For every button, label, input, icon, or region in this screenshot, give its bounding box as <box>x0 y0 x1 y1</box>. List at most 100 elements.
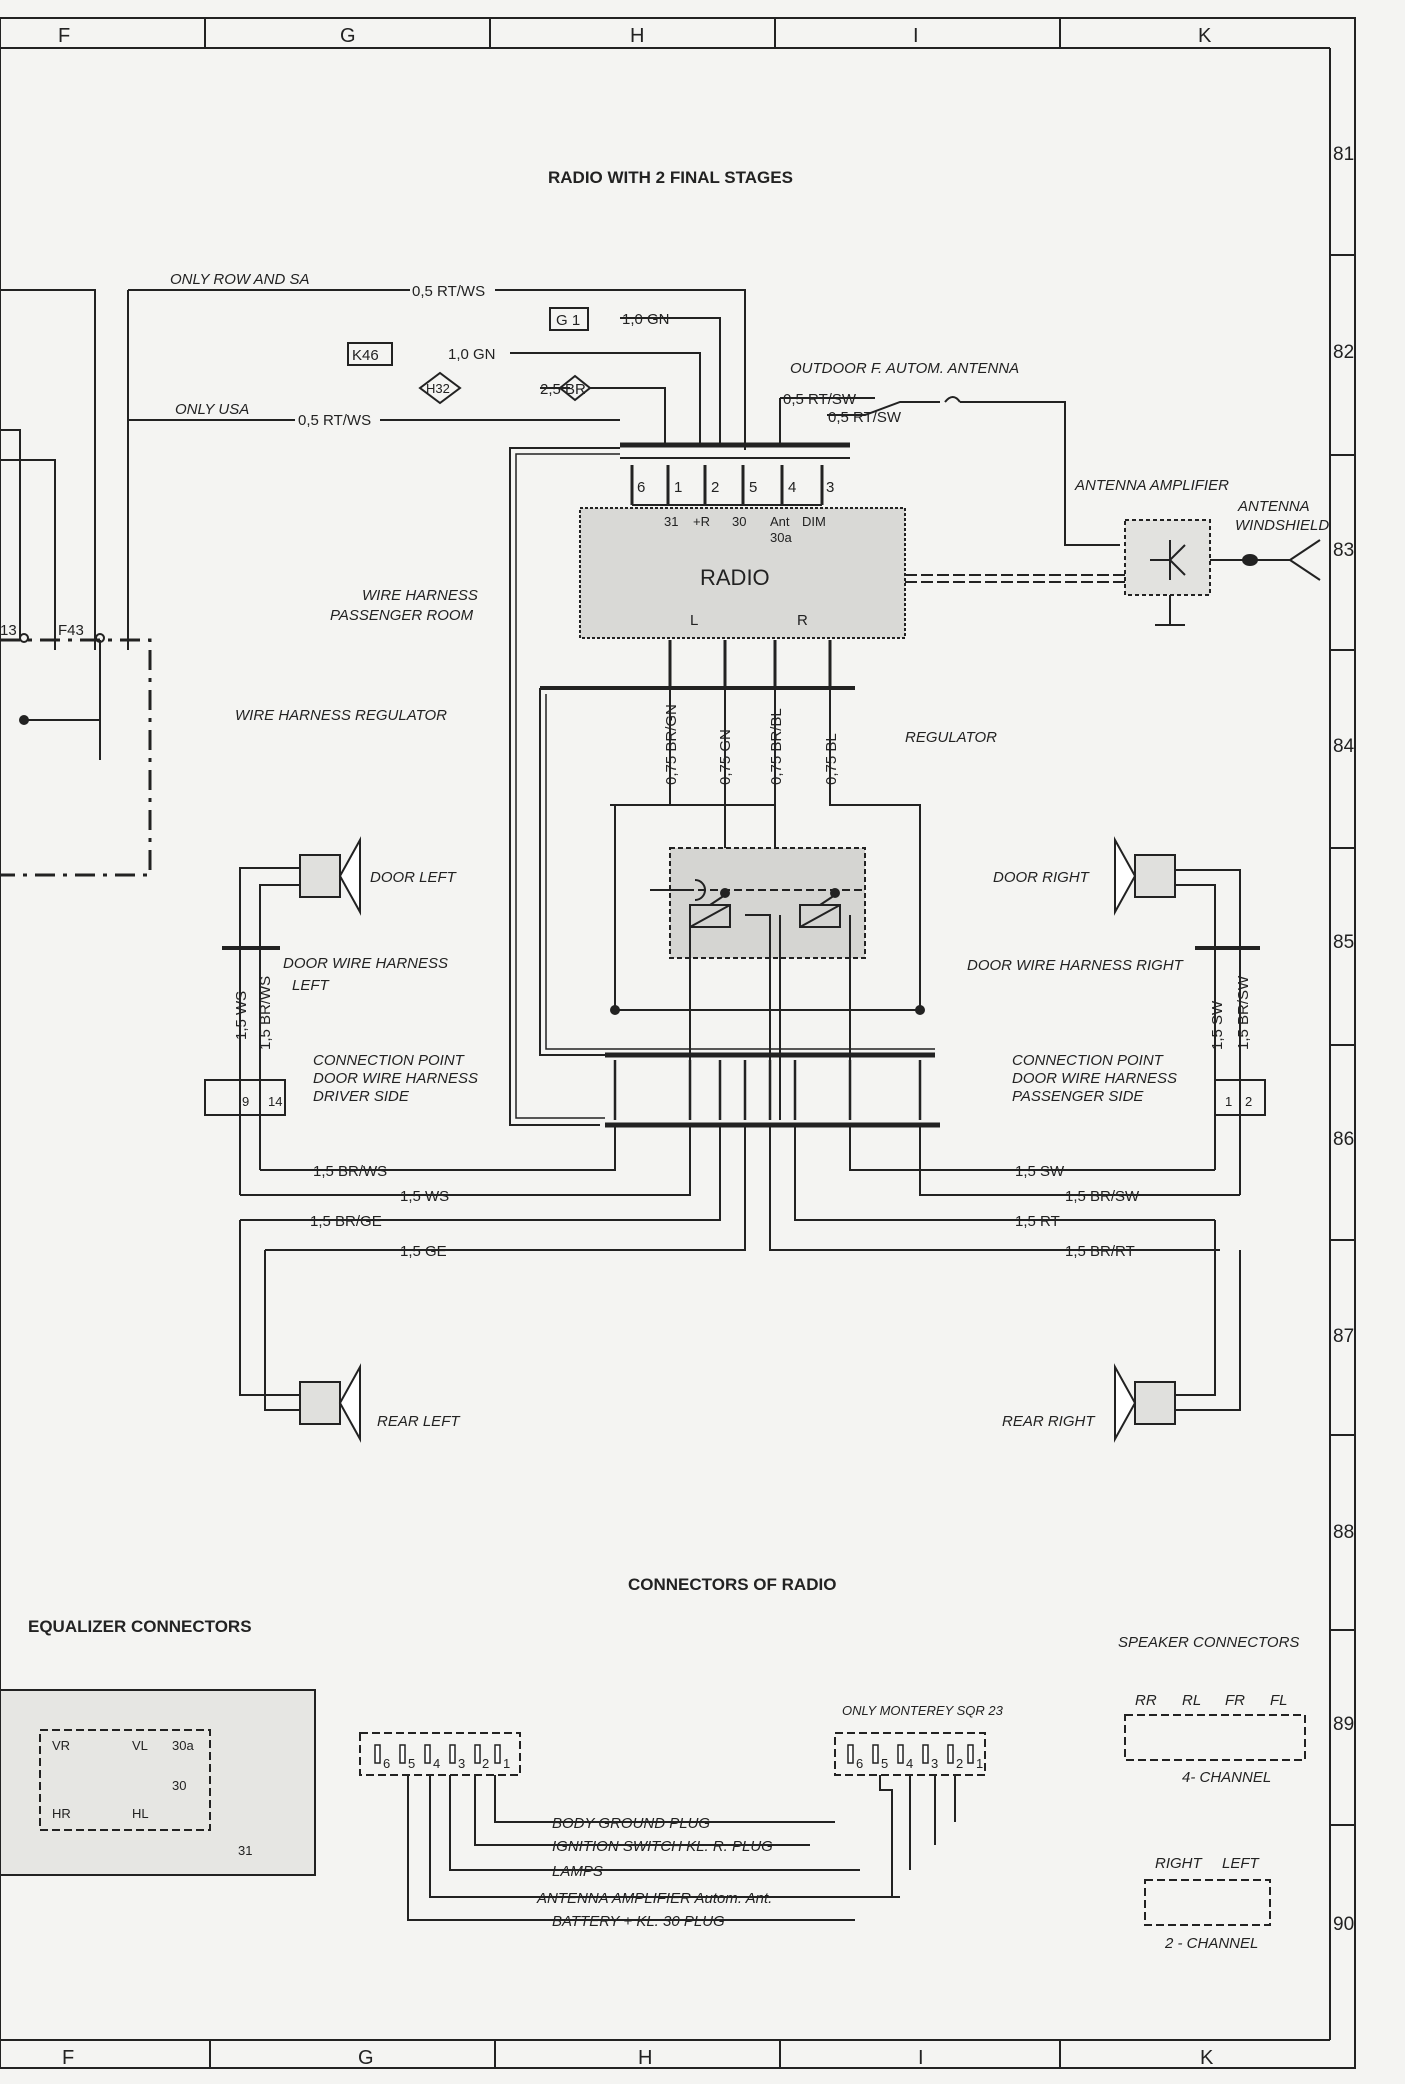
conn-label-antenna: ANTENNA AMPLIFIER Autom. Ant. <box>536 1890 772 1907</box>
wire-h-br-ws: 1,5 BR/WS <box>313 1163 387 1180</box>
note-outdoor: OUTDOOR F. AUTOM. ANTENNA <box>790 360 1019 377</box>
note-cp-driver-3: DRIVER SIDE <box>313 1088 410 1105</box>
row-86: 86 <box>1333 1129 1354 1150</box>
title-connectors-radio: CONNECTORS OF RADIO <box>628 1575 836 1594</box>
note-only-monterey: ONLY MONTEREY SQR 23 <box>842 1703 1004 1718</box>
row-84: 84 <box>1333 736 1355 757</box>
plug-pin-5: 5 <box>408 1756 415 1771</box>
wire-ws-left: 1,5 WS <box>233 991 250 1040</box>
plug-pin-1: 1 <box>503 1756 510 1771</box>
pin-label-30a: 30a <box>770 530 792 545</box>
eq-vr: VR <box>52 1738 70 1753</box>
plug2-pin-5: 5 <box>881 1756 888 1771</box>
component-f43: F43 <box>58 622 84 639</box>
wire-rt-ws-top: 0,5 RT/WS <box>412 283 485 300</box>
wire-g1-gn: 1,0 GN <box>622 311 670 328</box>
pin-4: 4 <box>788 479 796 496</box>
wire-rt-sw-1: 0,5 RT/SW <box>783 391 857 408</box>
spk-fr: FR <box>1225 1692 1245 1709</box>
note-dwh-left-2: LEFT <box>292 977 331 994</box>
spk-rl: RL <box>1182 1692 1201 1709</box>
note-door-right: DOOR RIGHT <box>993 869 1091 886</box>
note-wh-pass-1: WIRE HARNESS <box>362 587 478 604</box>
row-82: 82 <box>1333 342 1354 363</box>
wire-v2: 0,75 GN <box>717 729 734 785</box>
plug-pin-6: 6 <box>383 1756 390 1771</box>
note-dwh-right: DOOR WIRE HARNESS RIGHT <box>967 957 1185 974</box>
eq-31: 31 <box>238 1843 252 1858</box>
component-h32: H32 <box>426 381 450 396</box>
note-rear-left: REAR LEFT <box>377 1413 461 1430</box>
col-bottom-G: G <box>358 2047 374 2069</box>
note-only-row-sa: ONLY ROW AND SA <box>170 271 309 288</box>
wire-h-br-sw: 1,5 BR/SW <box>1065 1188 1140 1205</box>
note-cp-driver-1: CONNECTION POINT <box>313 1052 466 1069</box>
note-dwh-left-1: DOOR WIRE HARNESS <box>283 955 448 972</box>
wire-v4: 0,75 BL <box>823 733 840 785</box>
pin-1: 1 <box>674 479 682 496</box>
col-top-I: I <box>913 25 919 47</box>
plug2-pin-6: 6 <box>856 1756 863 1771</box>
conn-label-ground: BODY GROUND PLUG <box>552 1815 710 1832</box>
eq-hr: HR <box>52 1806 71 1821</box>
title-main: RADIO WITH 2 FINAL STAGES <box>548 168 793 187</box>
note-regulator: REGULATOR <box>905 729 997 746</box>
cp-pin-2: 2 <box>1245 1094 1252 1109</box>
pin-label-r: +R <box>693 514 710 529</box>
pin-label-ant: Ant <box>770 514 790 529</box>
cp-pin-9: 9 <box>242 1094 249 1109</box>
pin-3: 3 <box>826 479 834 496</box>
wire-sw-right: 1,5 SW <box>1209 1000 1226 1050</box>
pin-6: 6 <box>637 479 645 496</box>
wire-h-br-ge: 1,5 BR/GE <box>310 1213 382 1230</box>
component-f13: 13 <box>0 622 17 639</box>
wire-h-rt: 1,5 RT <box>1015 1213 1060 1230</box>
col-bottom-K: K <box>1200 2047 1214 2069</box>
wire-h-ge: 1,5 GE <box>400 1243 447 1260</box>
col-top-G: G <box>340 25 356 47</box>
note-door-left: DOOR LEFT <box>370 869 458 886</box>
col-top-K: K <box>1198 25 1212 47</box>
note-cp-driver-2: DOOR WIRE HARNESS <box>313 1070 478 1087</box>
wire-rt-sw-2: 0,5 RT/SW <box>828 409 902 426</box>
wire-h-sw: 1,5 SW <box>1015 1163 1065 1180</box>
cp-pin-1: 1 <box>1225 1094 1232 1109</box>
row-88: 88 <box>1333 1522 1354 1543</box>
note-antenna-2: WINDSHIELD <box>1235 517 1329 534</box>
note-cp-pass-1: CONNECTION POINT <box>1012 1052 1165 1069</box>
row-83: 83 <box>1333 540 1354 561</box>
wire-h32-br: 2,5 BR <box>540 381 586 398</box>
eq-30: 30 <box>172 1778 186 1793</box>
plug2-pin-2: 2 <box>956 1756 963 1771</box>
note-antenna-amp: ANTENNA AMPLIFIER <box>1074 477 1229 494</box>
col-top-F: F <box>58 25 70 47</box>
wire-rt-ws-usa: 0,5 RT/WS <box>298 412 371 429</box>
note-only-usa: ONLY USA <box>175 401 249 418</box>
wire-brws-left: 1,5 BR/WS <box>257 976 274 1050</box>
radio-out-r: R <box>797 612 808 629</box>
wire-brsw-right: 1,5 BR/SW <box>1235 975 1252 1050</box>
note-cp-pass-2: DOOR WIRE HARNESS <box>1012 1070 1177 1087</box>
conn-label-ignition: IGNITION SWITCH KL. R. PLUG <box>552 1838 773 1855</box>
wire-h-ws: 1,5 WS <box>400 1188 449 1205</box>
spk-rr: RR <box>1135 1692 1157 1709</box>
note-cp-pass-3: PASSENGER SIDE <box>1012 1088 1144 1105</box>
conn-label-battery: BATTERY + KL. 30 PLUG <box>552 1913 725 1930</box>
plug-pin-3: 3 <box>458 1756 465 1771</box>
plug-pin-4: 4 <box>433 1756 440 1771</box>
col-bottom-H: H <box>638 2047 652 2069</box>
col-bottom-I: I <box>918 2047 924 2069</box>
plug2-pin-3: 3 <box>931 1756 938 1771</box>
pin-label-31: 31 <box>664 514 678 529</box>
component-k46: K46 <box>352 347 379 364</box>
row-87: 87 <box>1333 1326 1354 1347</box>
cp-pin-14: 14 <box>268 1094 282 1109</box>
eq-hl: HL <box>132 1806 149 1821</box>
spk-left: LEFT <box>1222 1855 1261 1872</box>
note-wh-pass-2: PASSENGER ROOM <box>330 607 474 624</box>
pin-label-dim: DIM <box>802 514 826 529</box>
wire-v3: 0,75 BR/BL <box>768 708 785 785</box>
row-89: 89 <box>1333 1714 1354 1735</box>
plug2-pin-4: 4 <box>906 1756 913 1771</box>
conn-label-lamps: LAMPS <box>552 1863 603 1880</box>
